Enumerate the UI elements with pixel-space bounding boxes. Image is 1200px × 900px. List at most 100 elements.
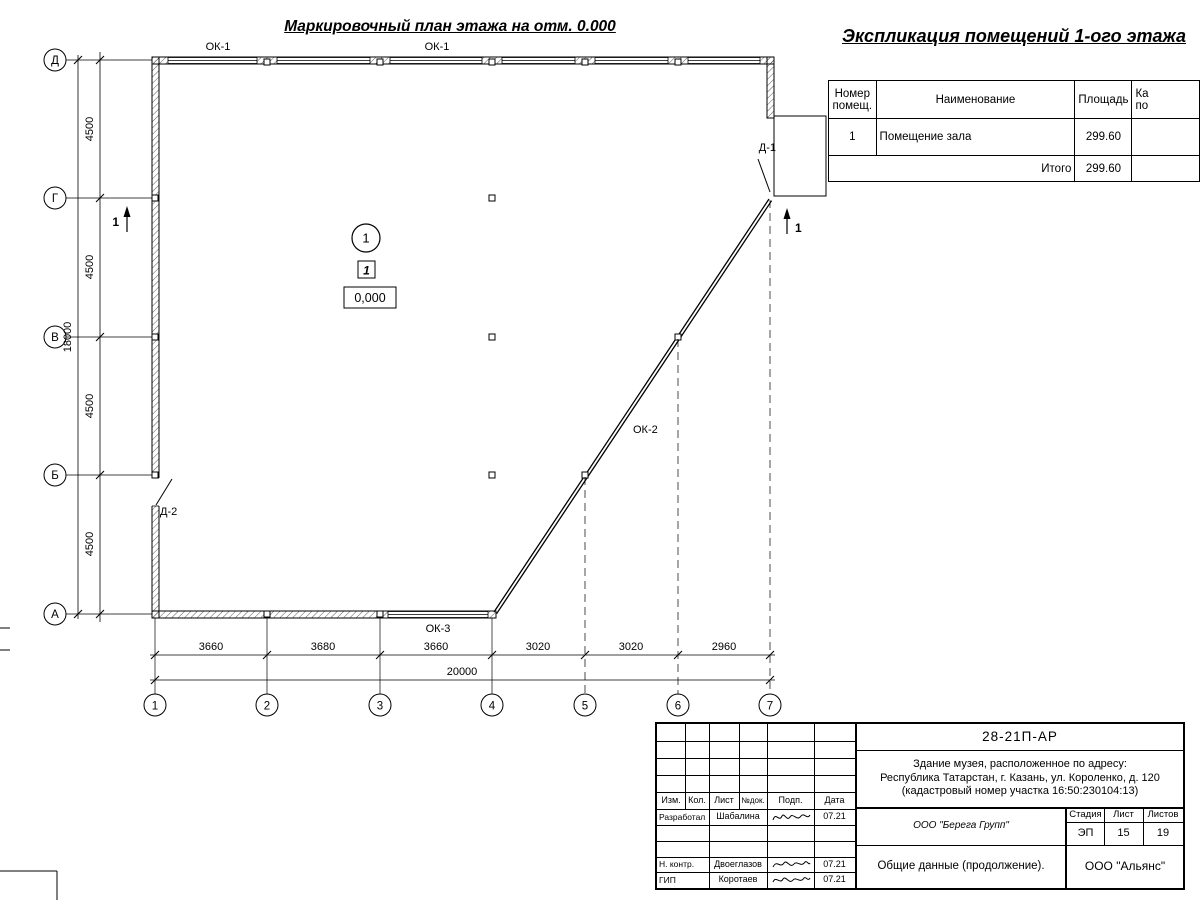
- room-number: 1: [362, 231, 369, 246]
- diagonal-wall-ok2: [493, 198, 773, 615]
- explication-table: Номер помещ. Наименование Площадь Ка по …: [827, 80, 1200, 182]
- axis-label-1: 1: [152, 701, 158, 713]
- label-ok1-right: ОК-1: [425, 41, 450, 53]
- total-area-cell: 299.60: [1074, 155, 1133, 182]
- axis-label-4: 4: [489, 701, 496, 713]
- tb-sheets-value: 19: [1156, 826, 1170, 839]
- tb-role-ncontrol: Н. контр.: [659, 859, 695, 870]
- axis-label-5: 5: [582, 701, 588, 713]
- explication-total-row: Итого 299.60: [827, 155, 1200, 182]
- tb-sheets-label: Листов: [1147, 808, 1179, 820]
- axis-label-2: 2: [264, 701, 270, 713]
- axis-label-B: Б: [51, 470, 59, 482]
- dim-h-5: 3020: [619, 641, 643, 653]
- axis-label-7: 7: [767, 701, 773, 713]
- horizontal-dimensions: [150, 650, 775, 685]
- dim-vertical-total: 18000: [62, 322, 74, 353]
- tb-name-ncontrol: Двоеглазов: [714, 858, 762, 869]
- dim-h-3: 3660: [424, 641, 448, 653]
- dim-h-2: 3680: [311, 641, 335, 653]
- tb-col-list: Лист: [714, 794, 734, 805]
- tb-object-line2: Республика Татарстан, г. Казань, ул. Кор…: [880, 771, 1160, 784]
- axis-label-A: А: [51, 609, 59, 621]
- tb-col-data: Дата: [824, 794, 845, 805]
- col-header-area: Площадь: [1074, 80, 1133, 119]
- tb-doc-number: 28-21П-АР: [982, 728, 1058, 744]
- dim-h-4: 3020: [526, 641, 550, 653]
- door-d1-vestibule: [757, 115, 827, 197]
- total-category-cell: [1131, 155, 1200, 182]
- title-block: Изм. Кол. Лист №док. Подп. Дата Разработ…: [655, 722, 1185, 890]
- tb-date-developer: 07.21: [823, 811, 846, 822]
- col-header-number: Номер помещ.: [828, 80, 877, 119]
- room-marker: [343, 223, 397, 309]
- tb-signature-ncontrol: [767, 855, 814, 873]
- axis-label-D: Д: [51, 55, 59, 67]
- window-strips: [167, 57, 761, 618]
- col-header-name: Наименование: [875, 80, 1076, 119]
- signature-icon: [772, 814, 810, 821]
- room-num-cell: 1: [828, 118, 877, 156]
- column-axis-lines: [154, 200, 771, 694]
- label-ok1-left: ОК-1: [206, 41, 231, 53]
- tb-date-ncontrol: 07.21: [823, 858, 846, 869]
- dim-h-6: 2960: [712, 641, 736, 653]
- tb-object-line3: (кадастровый номер участка 16:50:230104:…: [901, 785, 1139, 798]
- room-category-cell: [1131, 118, 1200, 156]
- tb-col-izm: Изм.: [661, 794, 681, 805]
- tb-sheet-value: 15: [1117, 826, 1130, 839]
- label-ok3: ОК-3: [426, 623, 451, 635]
- tb-stage-value: ЭП: [1077, 826, 1094, 839]
- section-mark-left: 1: [112, 206, 131, 232]
- tb-stage-label: Стадия: [1069, 808, 1102, 820]
- dim-vertical-2: 4500: [84, 255, 96, 279]
- tb-doc-title: Общие данные (продолжение).: [877, 860, 1045, 873]
- row-axes: [43, 48, 152, 626]
- col-header-category: Ка по: [1131, 80, 1200, 119]
- explication-row: 1 Помещение зала 299.60: [828, 118, 1200, 156]
- tb-col-ndoc: №док.: [741, 795, 765, 805]
- tb-date-gip: 07.21: [823, 874, 846, 885]
- plan-title: Маркировочный план этажа на отм. 0.000: [284, 18, 616, 35]
- signature-icon: [772, 876, 810, 882]
- axis-label-V: В: [51, 332, 59, 344]
- dim-h-1: 3660: [199, 641, 223, 653]
- section-number-right: 1: [795, 221, 802, 235]
- column-axis-bubbles: [143, 693, 782, 717]
- sheet-frame-marks: [0, 627, 58, 900]
- columns: [151, 58, 682, 618]
- explication-title: Экспликация помещений 1-ого этажа: [842, 26, 1186, 46]
- tb-company: ООО "Берега Групп": [913, 819, 1009, 831]
- dim-vertical-3: 4500: [84, 394, 96, 418]
- tb-col-kol: Кол.: [688, 794, 706, 805]
- tb-col-podp: Подп.: [778, 794, 803, 805]
- axis-label-6: 6: [675, 701, 681, 713]
- total-label-cell: Итого: [827, 155, 1076, 182]
- tb-role-developer: Разработал: [659, 811, 706, 822]
- section-number-left: 1: [112, 215, 119, 229]
- label-ok2: ОК-2: [633, 424, 658, 436]
- elevation-mark: 0,000: [354, 291, 385, 305]
- explication-header-row: Номер помещ. Наименование Площадь Ка по: [828, 80, 1200, 119]
- tb-sheet-label: Лист: [1113, 808, 1134, 820]
- tb-signature-gip: [767, 871, 814, 888]
- label-d1: Д-1: [759, 142, 776, 154]
- tb-object: Здание музея, расположенное по адресу: Р…: [857, 750, 1183, 807]
- room-name-cell: Помещение зала: [875, 118, 1076, 156]
- room-area-cell: 299.60: [1074, 118, 1133, 156]
- label-d2: Д-2: [160, 506, 177, 518]
- door-d2: [151, 477, 173, 507]
- tb-signature-developer: [767, 807, 814, 827]
- dim-vertical-1: 4500: [84, 117, 96, 141]
- dim-vertical-4: 4500: [84, 532, 96, 556]
- room-type-number: 1: [363, 264, 370, 278]
- tb-object-line1: Здание музея, расположенное по адресу:: [913, 757, 1127, 770]
- tb-name-gip: Коротаев: [718, 874, 758, 885]
- dim-h-total: 20000: [447, 666, 478, 678]
- signature-icon: [772, 861, 810, 868]
- vertical-dimensions: [73, 52, 105, 622]
- tb-role-gip: ГИП: [659, 874, 676, 885]
- axis-label-3: 3: [377, 701, 383, 713]
- section-mark-right: 1: [783, 208, 802, 235]
